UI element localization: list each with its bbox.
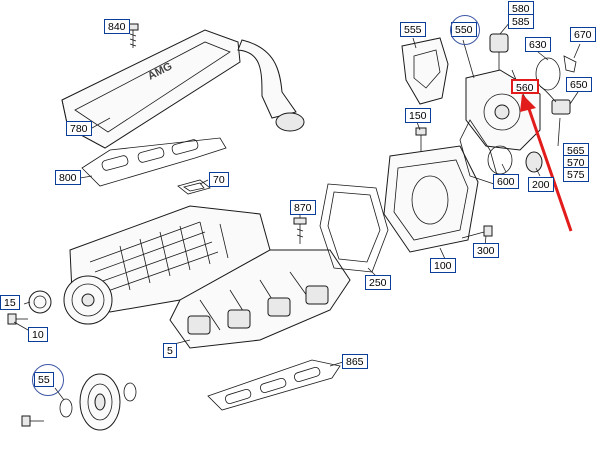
bolt-870 xyxy=(293,217,307,244)
bolt-300 xyxy=(461,225,493,239)
supercharger-assembly xyxy=(63,205,351,349)
label-570[interactable]: 570 xyxy=(563,155,589,170)
label-15[interactable]: 15 xyxy=(0,295,20,310)
callout-circle-55 xyxy=(32,364,64,396)
label-780[interactable]: 780 xyxy=(66,121,92,136)
label-585[interactable]: 585 xyxy=(508,14,534,29)
label-870[interactable]: 870 xyxy=(290,200,316,215)
label-70[interactable]: 70 xyxy=(209,172,229,187)
throttle-housing-100 xyxy=(383,145,479,253)
part-70 xyxy=(177,179,211,195)
connector-580 xyxy=(489,33,509,70)
gasket-800 xyxy=(81,137,227,187)
label-150[interactable]: 150 xyxy=(405,108,431,123)
pulley-15 xyxy=(28,290,52,314)
pulley-55 xyxy=(21,373,137,431)
label-250[interactable]: 250 xyxy=(365,275,391,290)
label-575[interactable]: 575 xyxy=(563,167,589,182)
label-100[interactable]: 100 xyxy=(430,258,456,273)
sensor-650 xyxy=(539,85,571,115)
clip-670 xyxy=(563,55,577,73)
label-865[interactable]: 865 xyxy=(342,354,368,369)
label-630[interactable]: 630 xyxy=(525,37,551,52)
bolt-150 xyxy=(415,127,427,152)
cover-555 xyxy=(401,37,449,105)
leader-lines xyxy=(13,21,581,401)
label-5[interactable]: 5 xyxy=(163,343,177,358)
callout-circle-550 xyxy=(450,15,480,45)
seal-630 xyxy=(535,57,561,91)
seal-600 xyxy=(487,145,543,175)
label-10[interactable]: 10 xyxy=(28,327,48,342)
engine-cover: AMG xyxy=(61,29,305,149)
label-555[interactable]: 555 xyxy=(400,22,426,37)
label-800[interactable]: 800 xyxy=(55,170,81,185)
highlight-arrow xyxy=(520,94,573,232)
label-840[interactable]: 840 xyxy=(104,19,130,34)
label-650[interactable]: 650 xyxy=(566,77,592,92)
gasket-865 xyxy=(207,359,341,411)
label-200[interactable]: 200 xyxy=(528,177,554,192)
label-300[interactable]: 300 xyxy=(473,243,499,258)
label-600[interactable]: 600 xyxy=(493,174,519,189)
bolt-10 xyxy=(7,313,28,325)
label-560[interactable]: 560 xyxy=(511,79,539,94)
label-670[interactable]: 670 xyxy=(570,27,596,42)
